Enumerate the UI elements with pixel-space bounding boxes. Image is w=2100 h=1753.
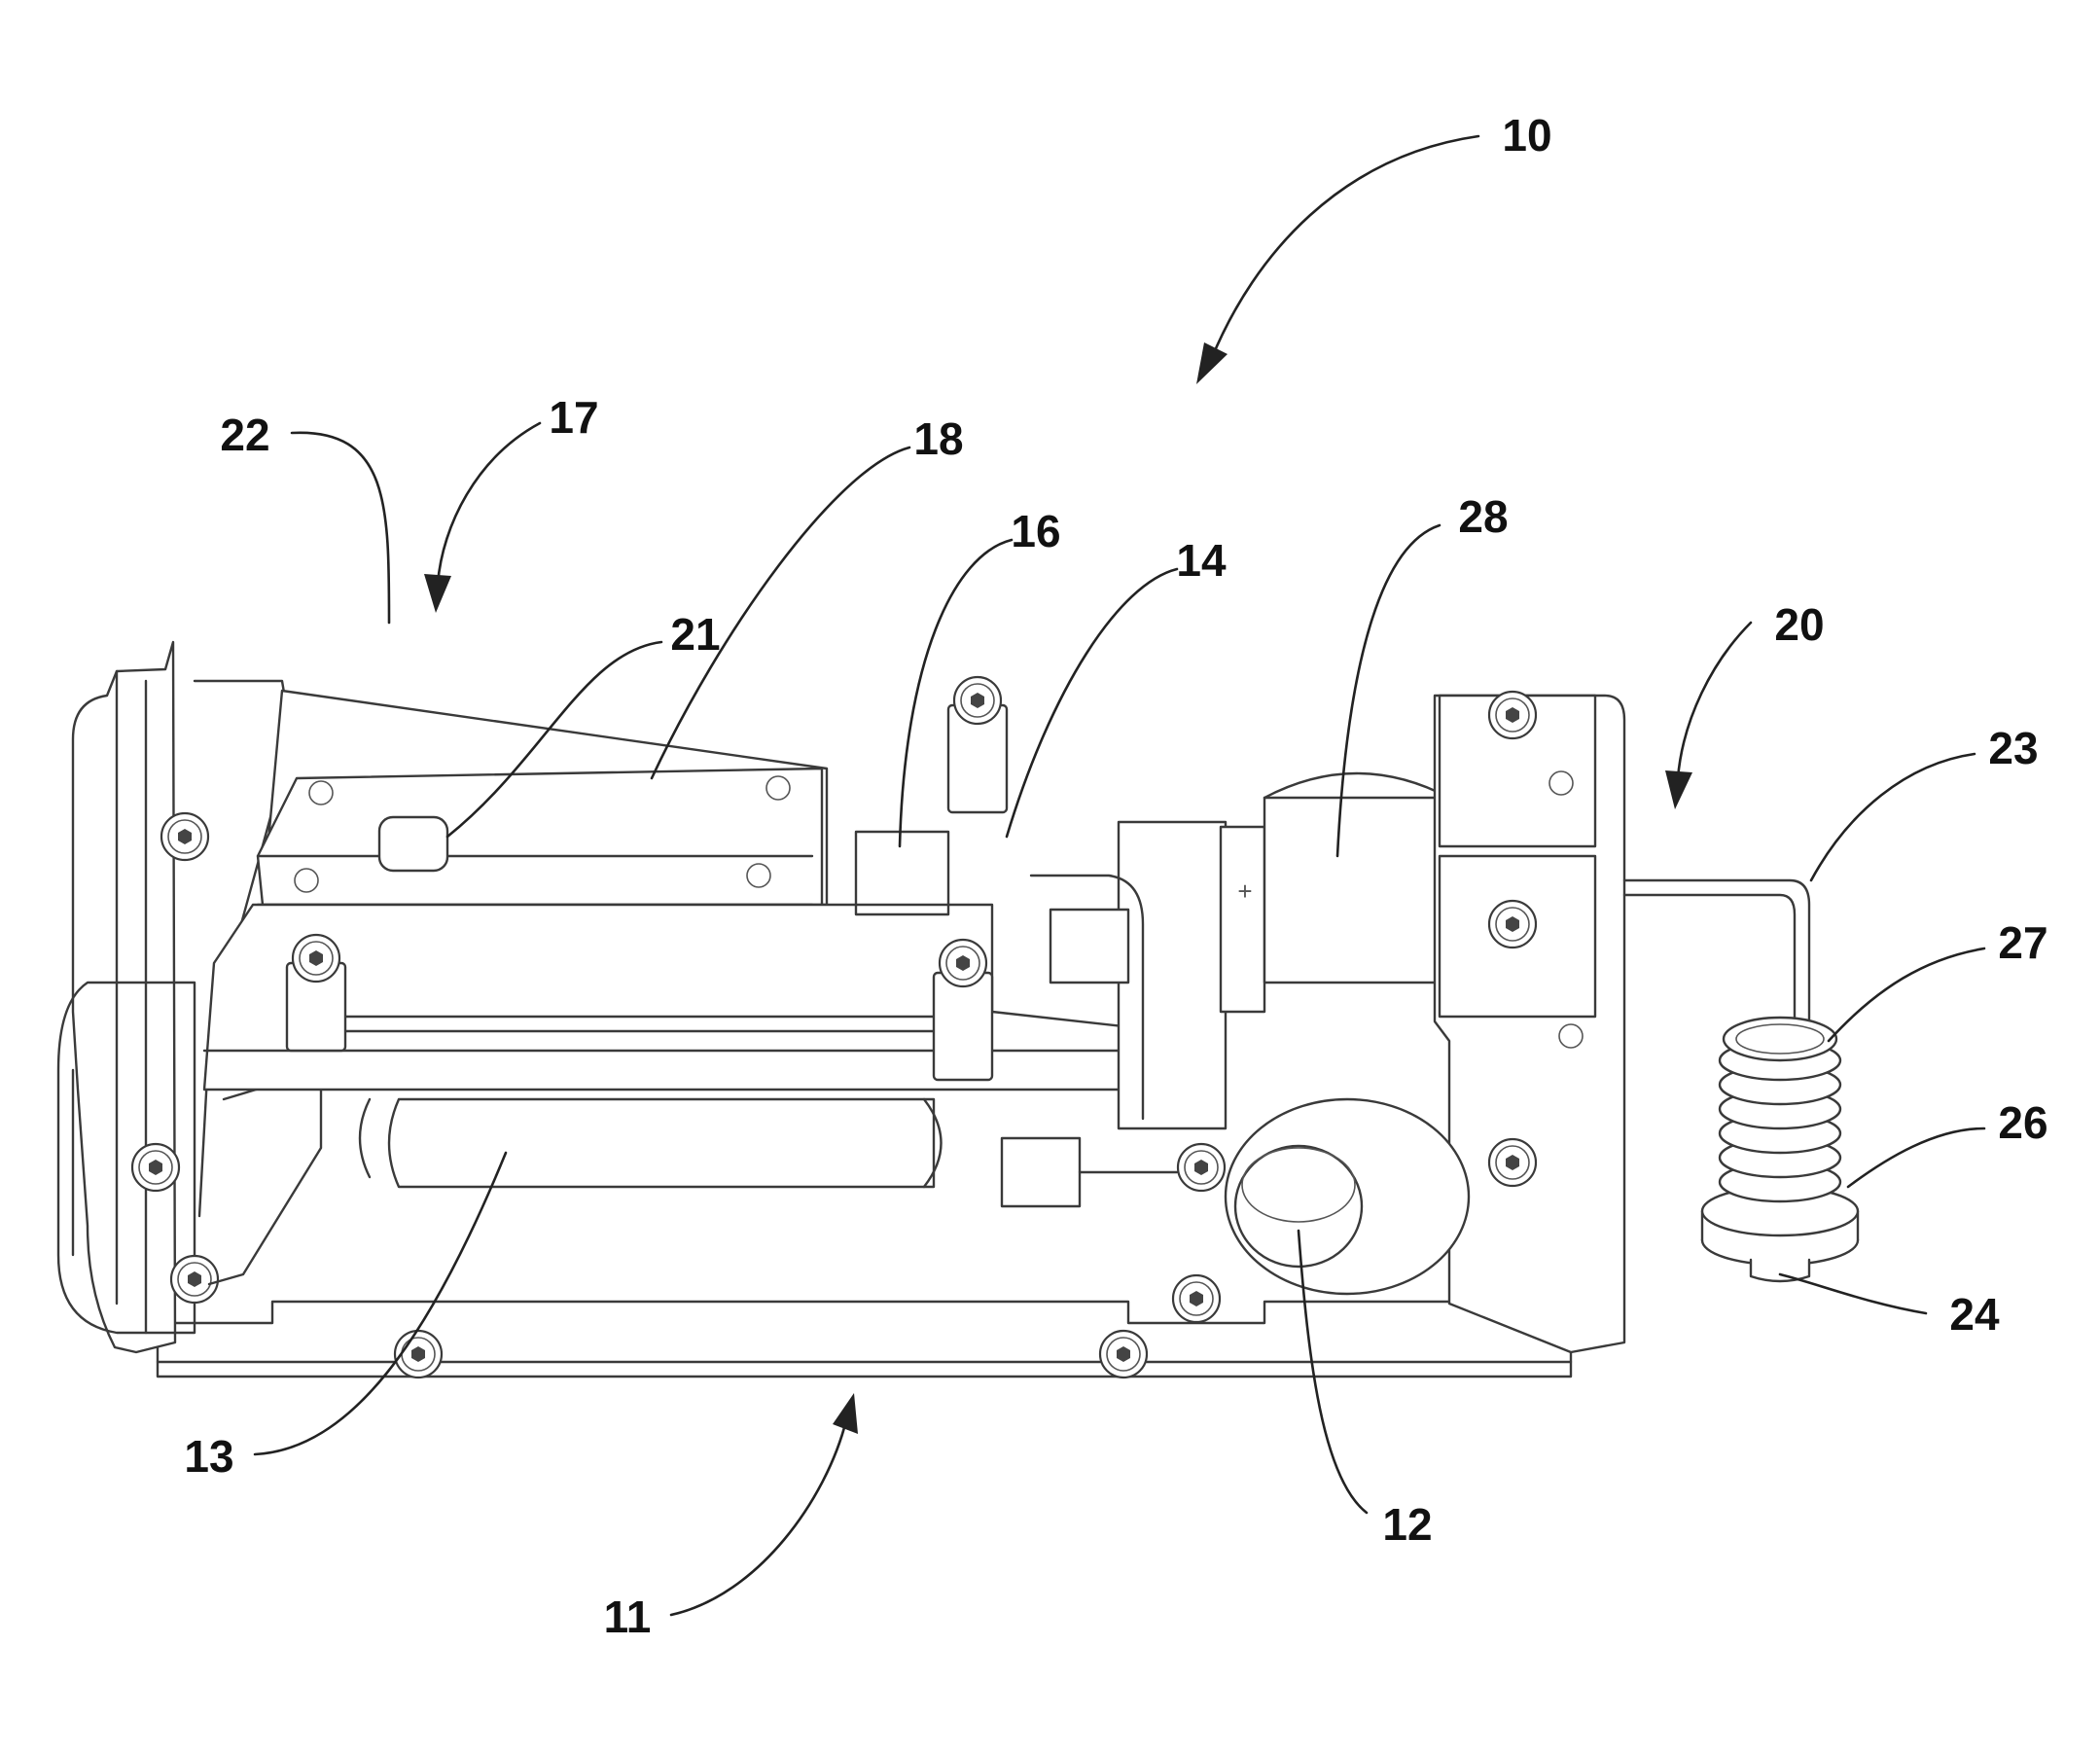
label-27: 27 [1998,917,2047,968]
label-26: 26 [1998,1097,2047,1148]
sensor-chip [856,832,948,914]
device-drawing: + [58,642,1858,1377]
standoff-screw-icon [954,677,1001,724]
label-22: 22 [220,410,269,460]
callout-10: 10 [1196,110,1552,384]
spring-assembly [1702,1018,1858,1281]
label-20: 20 [1774,599,1824,650]
left-plate-screw-icon [171,1256,218,1303]
label-21: 21 [670,609,720,660]
base-plate [158,1302,1571,1377]
label-28: 28 [1458,491,1508,542]
chassis-plate [204,905,1167,1090]
label-10: 10 [1502,110,1551,161]
port-screw-icon [1173,1275,1220,1322]
standoff-screw-icon [940,940,986,986]
battery [360,1099,942,1187]
solenoid: + [1221,773,1449,1012]
standoff-screw-icon [293,935,339,982]
callout-20: 20 [1665,599,1825,809]
block-screw-icon [1489,901,1536,948]
label-13: 13 [184,1431,233,1482]
block-screw-icon [1489,692,1536,738]
valve-screw-icon [1178,1144,1225,1191]
right-block [1435,692,1624,1352]
block-screw-icon [1489,1139,1536,1186]
callout-17: 17 [424,392,599,613]
label-16: 16 [1011,506,1060,556]
left-plate-screw-icon [161,813,208,860]
label-24: 24 [1949,1289,2000,1340]
label-14: 14 [1176,535,1227,586]
circuit-board [258,691,827,905]
filter-port [1173,1099,1469,1322]
label-17: 17 [549,392,598,443]
label-11: 11 [604,1592,652,1642]
label-23: 23 [1988,723,2038,773]
label-18: 18 [913,413,963,464]
plus-mark-icon: + [1237,876,1252,906]
label-12: 12 [1382,1499,1432,1550]
base-screw-icon [1100,1331,1147,1377]
valve-assembly [1002,822,1226,1206]
callout-11: 11 [604,1393,858,1642]
left-end-plate [58,642,218,1352]
left-plate-screw-icon [132,1144,179,1191]
